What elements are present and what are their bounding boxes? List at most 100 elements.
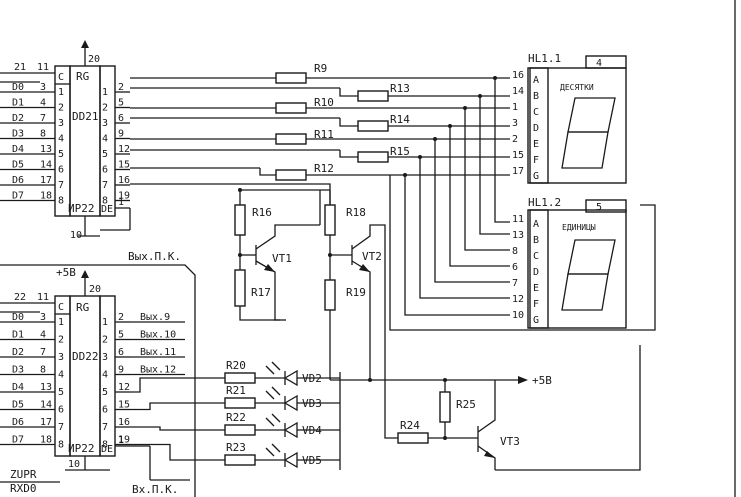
resistor-r16-label: R16 xyxy=(252,206,272,219)
dd22-output-pin: 12 xyxy=(118,382,130,393)
dd22-input-num: 3 xyxy=(58,352,64,363)
vt3-label: VT3 xyxy=(500,435,520,448)
hl1-segment-pin: 17 xyxy=(512,166,524,177)
hl1-segment-letter: E xyxy=(533,139,539,150)
hl2-segment-letter: F xyxy=(533,299,539,310)
dd22-de: DE xyxy=(101,444,113,455)
dd21-input-num: 6 xyxy=(58,165,64,176)
supply-5v-label: +5В xyxy=(532,374,552,387)
resistor-r17-label: R17 xyxy=(251,286,271,299)
hl1-1-pin-box xyxy=(585,55,627,69)
hl1-1-pin: 4 xyxy=(596,58,602,69)
dd21-output-num: 2 xyxy=(102,103,108,114)
dd21-input-label: D6 xyxy=(12,175,24,186)
resistor-r10-label: R10 xyxy=(314,96,334,109)
dd22-sig-pin-b: 11 xyxy=(37,292,49,303)
resistor-r10 xyxy=(275,102,307,114)
hl1-segment-pin: 2 xyxy=(512,134,518,145)
dd21-input-label: D0 xyxy=(12,82,24,93)
vt3-section: R25 R24 VT3 xyxy=(384,345,641,471)
resistor-led xyxy=(224,424,256,436)
dd22-input-pin: 4 xyxy=(40,330,46,341)
dd22-output-pin: 5 xyxy=(118,330,124,341)
resistor-r19 xyxy=(324,279,336,311)
hl1-segment-letter: A xyxy=(533,75,539,86)
resistor-r9 xyxy=(275,72,307,84)
dd22-input-label: D6 xyxy=(12,417,24,428)
dd22-input-pin: 7 xyxy=(40,347,46,358)
resistor-r24-label: R24 xyxy=(400,419,420,432)
dd21-output-pin: 2 xyxy=(118,82,124,93)
resistor-r18-label: R18 xyxy=(346,206,366,219)
dd21-right-column xyxy=(99,65,116,217)
hl1-2-body xyxy=(529,209,627,329)
dd22-input-label: D1 xyxy=(12,330,24,341)
dd21-sig-pin-b: 11 xyxy=(37,62,49,73)
resistor-led-label: R22 xyxy=(226,411,246,424)
dd21-output-num: 6 xyxy=(102,165,108,176)
dd22-input-label: D3 xyxy=(12,365,24,376)
dd22-clock-mark: C xyxy=(58,302,64,313)
led-label: VD4 xyxy=(302,424,322,437)
dd21-output-pin: 12 xyxy=(118,144,130,155)
hl1-segment-letter: G xyxy=(533,171,539,182)
resistor-led xyxy=(224,454,256,466)
dd21-input-num: 1 xyxy=(58,87,64,98)
dd22-input-pin: 3 xyxy=(40,312,46,323)
resistor-r11 xyxy=(275,133,307,145)
hl2-segment-pin: 7 xyxy=(512,278,518,289)
dd22-input-num: 4 xyxy=(58,370,64,381)
resistor-led-label: R23 xyxy=(226,441,246,454)
resistor-r16 xyxy=(234,204,246,236)
hl1-1-name: HL1.1 xyxy=(528,52,561,65)
dd21-clock-mark: C xyxy=(58,72,64,83)
signal-zupr: ZUPR xyxy=(10,468,37,481)
dd21-input-label: D3 xyxy=(12,129,24,140)
dd21-output-num: 3 xyxy=(102,118,108,129)
hl2-segment-letter: C xyxy=(533,251,539,262)
hl1-1-seg-lower xyxy=(561,131,609,169)
dd21-body xyxy=(69,65,101,217)
dd21-input-pin: 4 xyxy=(40,98,46,109)
dd22-input-num: 7 xyxy=(58,422,64,433)
hl1-segment-letter: B xyxy=(533,91,539,102)
dd21-input-num: 8 xyxy=(58,196,64,207)
dd21-input-num: 3 xyxy=(58,118,64,129)
led-diode xyxy=(283,394,298,412)
hl1-2-name: HL1.2 xyxy=(528,196,561,209)
dd21-input-num: 5 xyxy=(58,149,64,160)
dd22-input-num: 8 xyxy=(58,440,64,451)
dd21-chip: RG DD21 ИР22 DE 20 10 1 21 11 C xyxy=(0,40,131,241)
dd21-input-pin: 14 xyxy=(40,160,52,171)
resistor-r13 xyxy=(357,90,389,102)
dd22-type: RG xyxy=(76,301,89,314)
dd22-right-column xyxy=(99,295,116,457)
dd21-input-label: D7 xyxy=(12,191,24,202)
hl1-1-body xyxy=(529,67,627,184)
dd21-type: RG xyxy=(76,70,89,83)
resistor-r15-label: R15 xyxy=(390,145,410,158)
dd21-output-pin: 6 xyxy=(118,113,124,124)
resistor-led xyxy=(224,372,256,384)
dd22-output-label: Вых.12 xyxy=(140,365,176,376)
hl1-segment-pin: 16 xyxy=(512,70,524,81)
input-connector-label: Вх.П.К. xyxy=(132,483,178,496)
led-label: VD2 xyxy=(302,372,322,385)
hl1-2-seg-lower xyxy=(561,273,609,311)
transistor-section: R16 R17 VT1 R18 R19 VT2 xyxy=(234,188,386,380)
hl1-segment-letter: D xyxy=(533,123,539,134)
dd21-input-label: D1 xyxy=(12,98,24,109)
dd22-input-pin: 17 xyxy=(40,417,52,428)
dd22-input-label: D4 xyxy=(12,382,24,393)
dd21-bottom-pin: 10 xyxy=(70,230,82,241)
dd22-de-pin: 1 xyxy=(118,435,124,446)
resistor-led xyxy=(224,397,256,409)
resistor-r15 xyxy=(357,151,389,163)
dd22-output-pin: 2 xyxy=(118,312,124,323)
dd21-output-num: 5 xyxy=(102,149,108,160)
